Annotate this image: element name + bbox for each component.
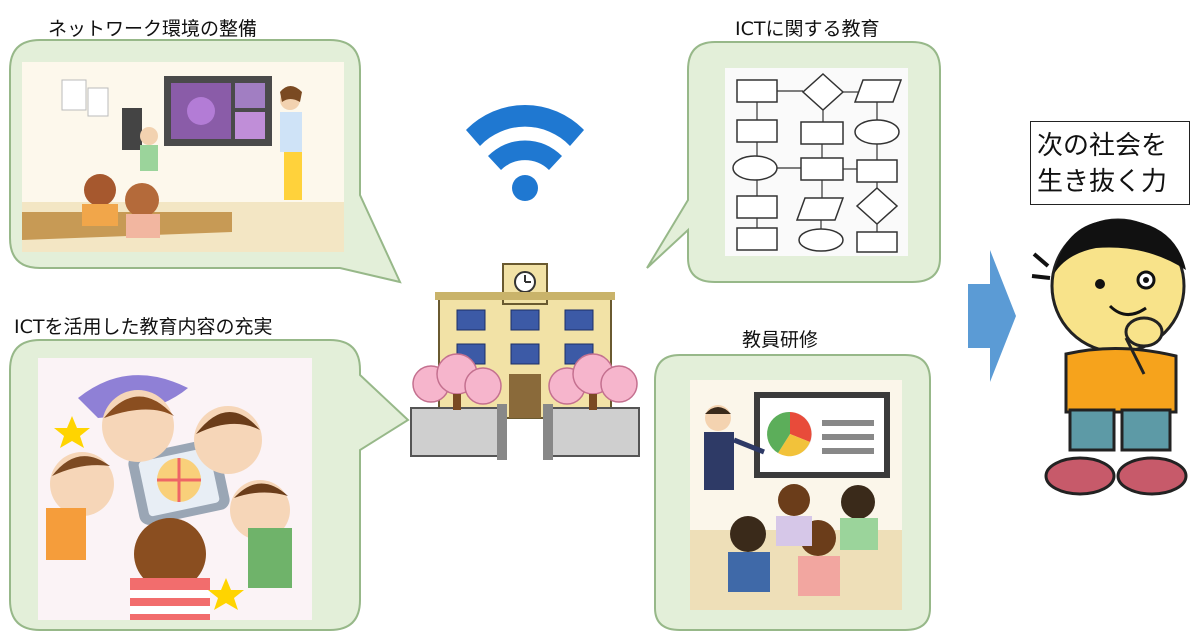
classroom-network-illustration bbox=[22, 62, 344, 252]
heading-network: ネットワーク環境の整備 bbox=[48, 18, 258, 40]
school-icon bbox=[410, 263, 640, 460]
heading-teacher-training: 教員研修 bbox=[742, 329, 819, 351]
children-tablet-illustration bbox=[38, 358, 312, 620]
flowchart-illustration bbox=[725, 68, 908, 256]
right-arrow-icon bbox=[968, 250, 1016, 382]
teacher-training-illustration bbox=[690, 380, 902, 610]
outcome-label-box: 次の社会を 生き抜く力 bbox=[1030, 121, 1190, 205]
heading-ict-education: ICTに関する教育 bbox=[735, 18, 880, 40]
outcome-line-2: 生き抜く力 bbox=[1037, 167, 1168, 197]
heading-ict-content: ICTを活用した教育内容の充実 bbox=[14, 316, 273, 338]
outcome-line-1: 次の社会を bbox=[1037, 131, 1168, 161]
thinking-boy-icon bbox=[1031, 218, 1188, 496]
wifi-icon bbox=[466, 104, 584, 201]
